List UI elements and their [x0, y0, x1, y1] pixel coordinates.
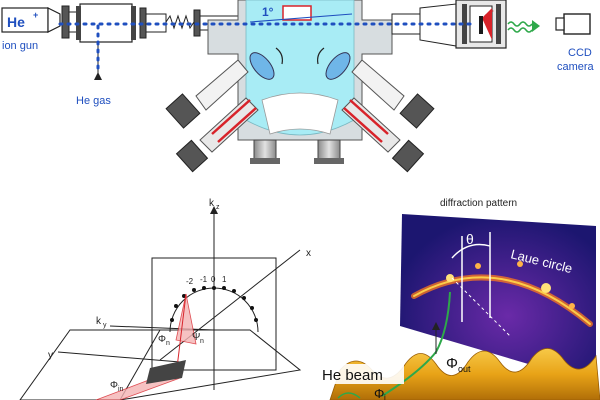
beam-label-bg	[318, 364, 404, 384]
ion-label: He	[7, 14, 25, 30]
diffraction-panel: diffraction pattern θ Laue circle He bea…	[318, 198, 600, 400]
beam-wave	[337, 392, 361, 399]
phi-n-sub: n	[166, 340, 170, 347]
left-heater-arm	[175, 97, 259, 173]
ky-sub: y	[103, 322, 107, 329]
ccd-camera	[555, 13, 591, 35]
psi-n-label: Ψ	[192, 332, 200, 343]
main-chamber	[207, 0, 393, 141]
tick-label-1: 1	[222, 275, 227, 284]
y-label: y	[48, 350, 53, 361]
phi-in-label-right: Φ	[374, 386, 384, 400]
x-axis	[159, 249, 301, 361]
phi-out-label: Φ	[446, 355, 458, 372]
right-heater-arm	[341, 97, 425, 173]
psi-n-sub: n	[200, 338, 204, 345]
electron-label: e	[484, 11, 490, 23]
kz-sub: z	[216, 204, 220, 211]
bottom-pumps	[250, 139, 344, 164]
diffraction-spots	[446, 261, 575, 309]
left-port-arm	[165, 47, 283, 129]
phi-in-sub: in	[118, 386, 124, 393]
phi-in-sub-right: i	[384, 393, 386, 400]
detector-housing	[455, 0, 507, 49]
tilt-line	[249, 13, 353, 23]
ky-axis	[109, 325, 215, 331]
x-label: x	[306, 248, 311, 259]
photon-wave-1	[507, 21, 533, 27]
pattern-title: diffraction pattern	[440, 198, 517, 209]
gas-label: He gas	[76, 95, 111, 107]
dotted-guide	[451, 277, 511, 337]
diffraction-dots	[170, 286, 258, 322]
sample-holder	[282, 5, 312, 21]
angle-label: 1°	[262, 5, 274, 19]
scattering-geometry: k z x k y y -2 -1 0 1	[19, 198, 311, 400]
camera-label-2: camera	[557, 61, 595, 73]
ky-label: k	[96, 316, 102, 327]
ion-superscript: +	[33, 10, 38, 20]
theta-label: θ	[466, 231, 474, 247]
photon-wave-2	[507, 27, 533, 33]
y-axis	[57, 351, 181, 363]
kz-label: k	[209, 198, 215, 209]
sample-surface	[146, 360, 186, 384]
right-port-arm	[317, 47, 435, 129]
theta-arc	[451, 243, 491, 259]
photon-arrow	[532, 20, 540, 32]
tick-label-0: 0	[211, 275, 216, 284]
detection-plane	[151, 257, 277, 371]
beam-label: He beam	[322, 367, 383, 384]
ion-gun-label: ion gun	[2, 40, 38, 52]
phi-n-label: Φ	[158, 334, 166, 345]
tick-label-m2: -2	[186, 277, 194, 286]
phi-out-sub: out	[458, 364, 471, 374]
tick-label-m1: -1	[200, 275, 208, 284]
apparatus-schematic: He + ion gun He gas	[1, 0, 595, 173]
pattern-screen	[400, 214, 596, 384]
surface-slab	[19, 329, 302, 400]
camera-label-1: CCD	[568, 47, 592, 59]
ion-source	[1, 7, 61, 33]
phi-in-label: Φ	[110, 380, 118, 391]
electron-superscript: -	[491, 6, 494, 15]
